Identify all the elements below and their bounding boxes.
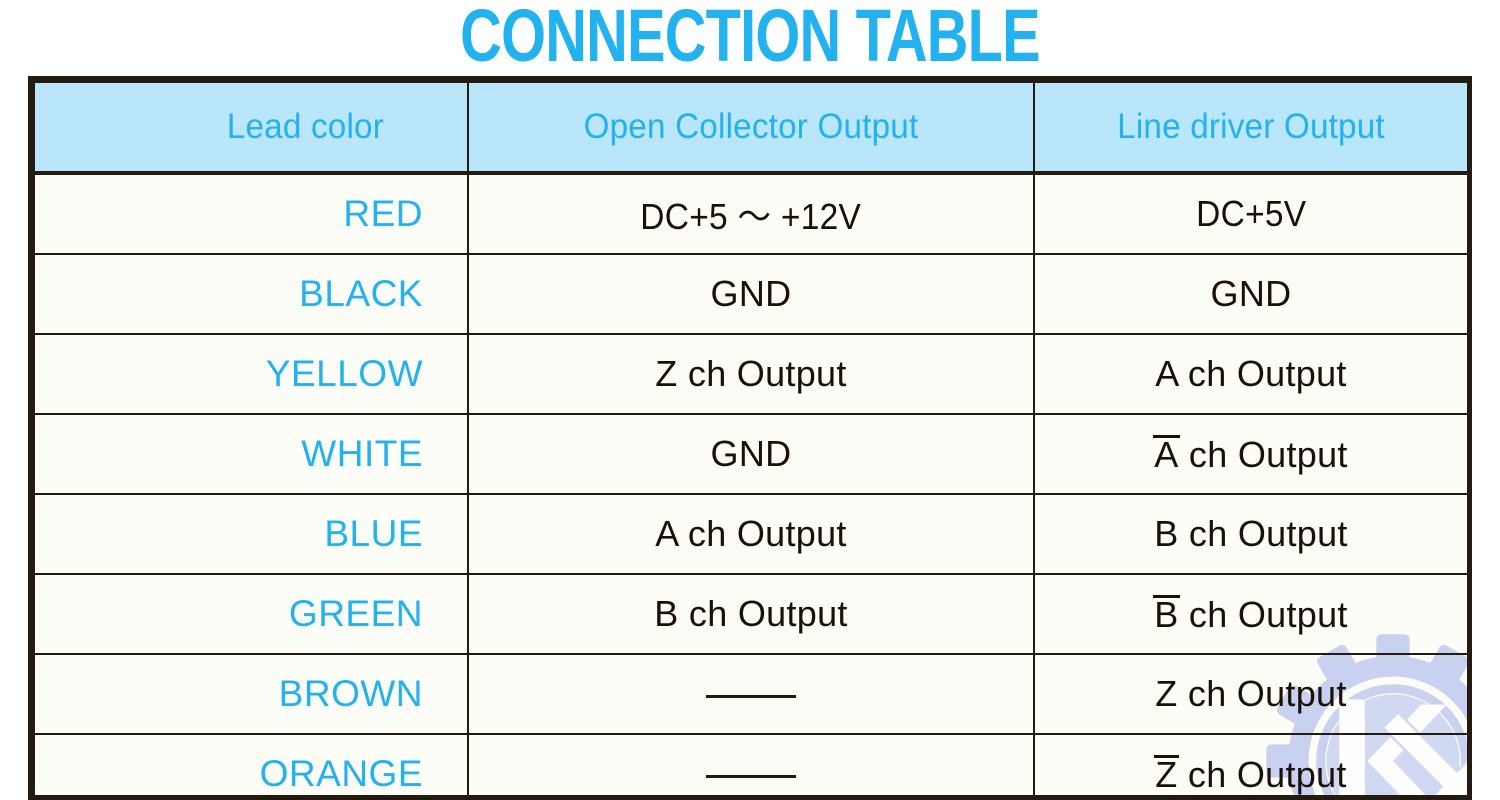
cell-lead-color: BLUE — [33, 493, 469, 575]
cell-open-collector: B ch Output — [467, 573, 1035, 655]
cell-open-collector: GND — [467, 253, 1035, 335]
cell-lead-color: BROWN — [33, 653, 469, 735]
open-collector-value: B ch Output — [654, 593, 848, 634]
cell-lead-color: ORANGE — [33, 733, 469, 795]
cell-line-driver: B ch Output — [1033, 573, 1467, 655]
overline-signal: Z — [1154, 753, 1179, 795]
cell-lead-color: YELLOW — [33, 333, 469, 415]
cell-open-collector: Z ch Output — [467, 333, 1035, 415]
cell-line-driver: Z ch Output — [1033, 733, 1467, 796]
cell-open-collector: A ch Output — [467, 493, 1035, 575]
empty-dash-marker — [706, 774, 796, 778]
table-row: BLACK GND GND — [33, 253, 1467, 335]
cell-line-driver: A ch Output — [1033, 333, 1467, 415]
cell-lead-color: WHITE — [33, 413, 469, 495]
line-driver-value-rest: ch Output — [1178, 593, 1348, 635]
lead-color-value: BLACK — [299, 273, 423, 314]
table-row: WHITE GND A ch Output — [33, 413, 1467, 495]
line-driver-value: GND — [1210, 273, 1292, 314]
cell-lead-color: BLACK — [33, 253, 469, 335]
line-driver-value: A ch Output — [1155, 353, 1347, 394]
column-header-open-collector: Open Collector Output — [467, 81, 1035, 175]
connection-table: Lead color Open Collector Output Line dr… — [33, 81, 1467, 796]
overline-signal: B — [1153, 593, 1180, 635]
cell-lead-color: GREEN — [33, 573, 469, 655]
column-header-line-driver-label: Line driver Output — [1117, 107, 1385, 146]
cell-open-collector: GND — [467, 413, 1035, 495]
open-collector-value: GND — [710, 433, 792, 474]
line-driver-value-rest: ch Output — [1178, 433, 1348, 475]
lead-color-value: GREEN — [288, 593, 423, 634]
column-header-open-collector-label: Open Collector Output — [583, 107, 919, 146]
line-driver-value: A ch Output — [1153, 433, 1348, 476]
line-driver-value: B ch Output — [1154, 513, 1348, 554]
lead-color-value: ORANGE — [259, 753, 423, 794]
cell-line-driver: GND — [1033, 253, 1467, 335]
cell-open-collector — [467, 653, 1035, 735]
column-header-lead-color-label: Lead color — [226, 107, 384, 146]
page-title: CONNECTION TABLE — [460, 0, 1040, 77]
column-header-line-driver: Line driver Output — [1033, 81, 1467, 175]
cell-open-collector: DC+5 ～ +12V — [467, 172, 1035, 255]
line-driver-value: DC+5V — [1195, 193, 1307, 234]
line-driver-value: B ch Output — [1153, 593, 1348, 636]
table-row: GREEN B ch Output B ch Output — [33, 573, 1467, 655]
table-header-row: Lead color Open Collector Output Line dr… — [33, 81, 1467, 175]
cell-line-driver: DC+5V — [1033, 172, 1467, 255]
line-driver-value-rest: ch Output — [1177, 753, 1347, 795]
cell-line-driver: Z ch Output — [1033, 653, 1467, 735]
lead-color-value: BLUE — [324, 513, 423, 554]
cell-line-driver: A ch Output — [1033, 413, 1467, 495]
open-collector-value: DC+5 ～ +12V — [640, 196, 862, 237]
cell-open-collector — [467, 733, 1035, 795]
table-row: ORANGE Z ch Output — [33, 733, 1467, 796]
table-row: BROWN Z ch Output — [33, 653, 1467, 735]
column-header-lead-color: Lead color — [33, 81, 469, 175]
cell-line-driver: B ch Output — [1033, 493, 1467, 575]
table-row: YELLOW Z ch Output A ch Output — [33, 333, 1467, 415]
line-driver-value: Z ch Output — [1154, 753, 1347, 796]
lead-color-value: YELLOW — [265, 353, 423, 394]
lead-color-value: BROWN — [278, 673, 423, 714]
open-collector-value: GND — [710, 273, 792, 314]
open-collector-value: Z ch Output — [655, 353, 847, 394]
lead-color-value: WHITE — [301, 433, 423, 474]
table-row: BLUE A ch Output B ch Output — [33, 493, 1467, 575]
open-collector-value: A ch Output — [655, 513, 847, 554]
lead-color-value: RED — [343, 193, 423, 234]
table-row: RED DC+5 ～ +12V DC+5V — [33, 172, 1467, 255]
line-driver-value: Z ch Output — [1155, 673, 1347, 714]
empty-dash-marker — [706, 694, 796, 698]
cell-lead-color: RED — [33, 172, 469, 255]
overline-signal: A — [1153, 433, 1180, 475]
connection-table-frame: Lead color Open Collector Output Line dr… — [28, 76, 1472, 800]
